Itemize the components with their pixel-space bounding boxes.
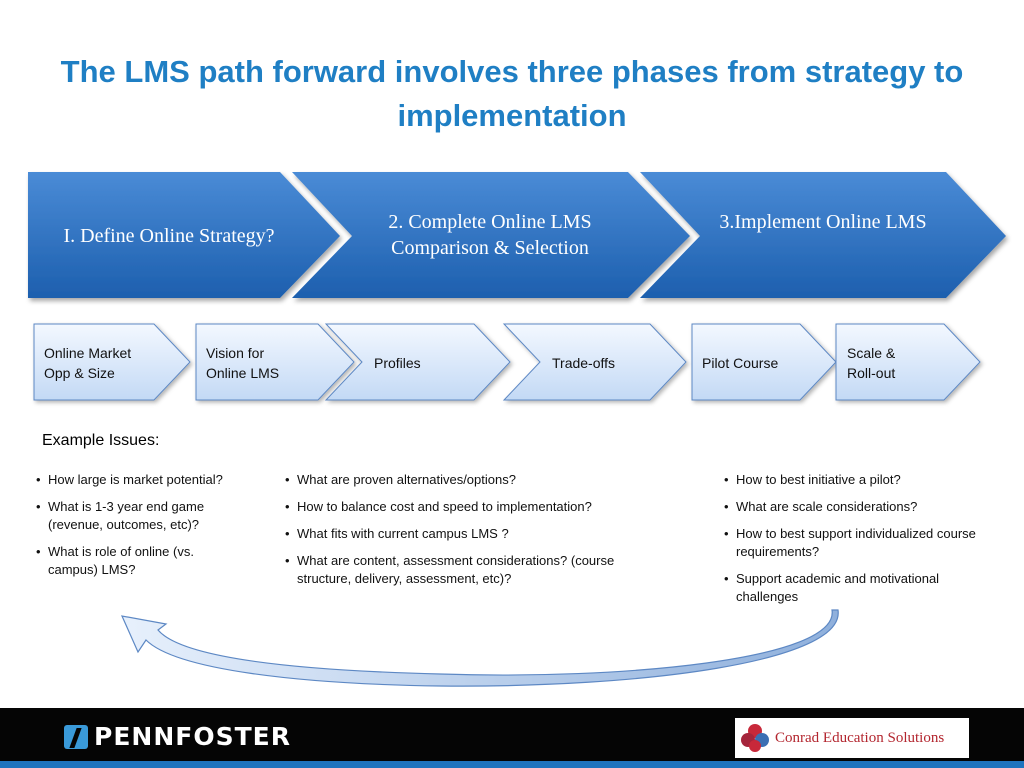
issues-list-selection: What are proven alternatives/options? Ho… bbox=[283, 471, 653, 597]
step-6-chevron bbox=[835, 323, 981, 401]
step-3-chevron bbox=[324, 323, 511, 401]
arc-arrow-body bbox=[120, 609, 839, 687]
list-item: What are proven alternatives/options? bbox=[283, 471, 653, 489]
step-4-chevron bbox=[502, 323, 687, 401]
pennfoster-logo-text: PENNFOSTER bbox=[94, 722, 291, 751]
page-title: The LMS path forward involves three phas… bbox=[60, 54, 964, 133]
list-item: What are content, assessment considerati… bbox=[283, 552, 653, 588]
step-3-label: Profiles bbox=[374, 355, 421, 371]
footer-stripe bbox=[0, 761, 1024, 768]
footer-bar: PENNFOSTER Conrad Education Solutions bbox=[0, 708, 1024, 768]
phase-1-chevron bbox=[28, 172, 340, 298]
conrad-education-solutions-logo: Conrad Education Solutions bbox=[735, 718, 969, 758]
list-item: How large is market potential? bbox=[34, 471, 234, 489]
step-4-label: Trade-offs bbox=[552, 355, 616, 371]
step-1-chevron bbox=[33, 323, 191, 401]
phase-3-label: 3.Implement Online LMS bbox=[719, 211, 927, 233]
step-2-chevron bbox=[195, 323, 355, 401]
issues-list-strategy: How large is market potential? What is 1… bbox=[34, 471, 234, 588]
list-item: How to best initiative a pilot? bbox=[722, 471, 982, 489]
step-6-label: Scale & Roll-out bbox=[847, 345, 896, 381]
list-item: What is 1-3 year end game (revenue, outc… bbox=[34, 498, 234, 534]
step-5-chevron bbox=[691, 323, 837, 401]
example-issues-heading: Example Issues: bbox=[42, 432, 160, 449]
phase-3-chevron bbox=[640, 172, 1006, 298]
step-2-label: Vision for Online LMS bbox=[206, 345, 280, 381]
list-item: Support academic and motivational challe… bbox=[722, 570, 982, 606]
feedback-arc-arrow bbox=[120, 609, 839, 687]
list-item: What is role of online (vs. campus) LMS? bbox=[34, 543, 234, 579]
phase-1-label: I. Define Online Strategy? bbox=[63, 225, 275, 247]
list-item: What are scale considerations? bbox=[722, 498, 982, 516]
issues-list-implementation: How to best initiative a pilot? What are… bbox=[722, 471, 982, 615]
phase-chevrons bbox=[28, 172, 1006, 298]
flower-icon bbox=[741, 724, 769, 752]
list-item: How to balance cost and speed to impleme… bbox=[283, 498, 653, 516]
step-5-label: Pilot Course bbox=[702, 355, 779, 371]
list-item: How to best support individualized cours… bbox=[722, 525, 982, 561]
pennfoster-mark-icon bbox=[64, 724, 88, 749]
step-chevrons bbox=[33, 323, 981, 401]
phase-2-chevron bbox=[292, 172, 690, 298]
phase-2-label: 2. Complete Online LMS Comparison & Sele… bbox=[388, 211, 592, 259]
pennfoster-logo: PENNFOSTER bbox=[64, 722, 291, 751]
step-1-label: Online Market Opp & Size bbox=[44, 345, 132, 381]
list-item: What fits with current campus LMS ? bbox=[283, 525, 653, 543]
ces-logo-text: Conrad Education Solutions bbox=[775, 729, 945, 746]
